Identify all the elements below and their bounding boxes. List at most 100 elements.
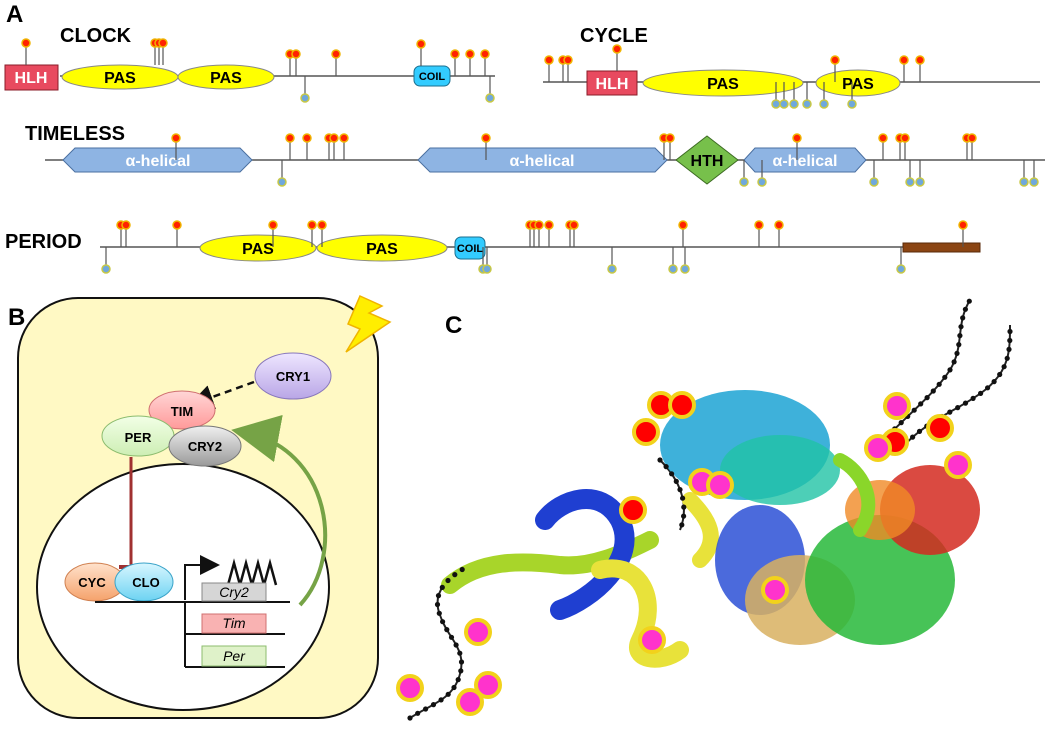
phosphosite-red-marker (612, 44, 622, 54)
chain-bead (459, 566, 465, 573)
transcription-arrow (184, 555, 220, 600)
panel-letter-b: B (8, 304, 25, 331)
timeless-name: TIMELESS (25, 123, 125, 145)
chain-bead (930, 388, 936, 394)
chain-bead (918, 401, 924, 407)
period-pas-domain-2 (316, 234, 448, 262)
disordered-chain-3 (899, 324, 1011, 451)
timeless-hth-domain (675, 135, 739, 185)
chain-bead (680, 495, 686, 501)
period-coil-label: COIL (457, 243, 484, 255)
cry1-label: CRY1 (276, 369, 310, 384)
gene-per-box (201, 645, 267, 667)
chain-bead (457, 650, 463, 656)
phosphosite-blue-marker (915, 177, 925, 187)
clock-protein: CLOCK HLH PAS PAS COIL (4, 25, 495, 91)
site-magenta-marker (761, 576, 789, 604)
chain-bead (452, 572, 458, 578)
timeless-alpha-label-3: α-helical (773, 153, 838, 170)
clock-pas-label-1: PAS (104, 70, 136, 87)
structure-sites (396, 391, 972, 716)
phosphosite-red-marker (900, 133, 910, 143)
phosphosite-red-marker (21, 38, 31, 48)
clo-label: CLO (132, 575, 159, 590)
phosphosite-blue-marker (819, 99, 829, 109)
phosphosite-blue-marker (869, 177, 879, 187)
panel-letter-c: C (445, 312, 462, 339)
site-magenta-marker (464, 618, 492, 646)
cycle-hlh-label: HLH (596, 76, 629, 93)
site-magenta-marker (706, 471, 734, 499)
phosphosite-red-marker (569, 220, 579, 230)
chain-bead (455, 677, 461, 683)
chain-bead (430, 702, 437, 708)
chain-bead (1001, 364, 1007, 370)
phosphosite-blue-marker (607, 264, 617, 274)
site-red-marker (619, 496, 647, 524)
phosphosite-red-marker (268, 220, 278, 230)
chain-bead (960, 315, 966, 321)
panel-letter-a: A (6, 1, 23, 28)
tim-node (148, 390, 216, 430)
chain-bead (916, 428, 923, 434)
chain-bead (942, 374, 948, 380)
chain-bead (955, 405, 961, 411)
phosphosite-red-marker (544, 55, 554, 65)
chain-bead (458, 659, 465, 665)
chain-bead (681, 513, 687, 519)
phosphosite-blue-marker (905, 177, 915, 187)
chain-bead (453, 642, 459, 648)
clock-hlh-domain (4, 64, 59, 91)
cry2-label: CRY2 (188, 439, 222, 454)
site-magenta-marker (944, 451, 972, 479)
site-magenta-marker (474, 671, 502, 699)
phosphosite-red-marker (331, 49, 341, 59)
protein-structure (409, 299, 1011, 719)
phosphosite-blue-marker (482, 264, 492, 274)
site-magenta-marker (456, 688, 484, 716)
chain-bead (1004, 355, 1010, 361)
period-c-terminal-bar (902, 242, 981, 253)
clock-hlh-label: HLH (15, 70, 48, 87)
chain-bead (962, 306, 969, 312)
cycle-protein: CYCLE HLH PAS PAS (543, 25, 1040, 97)
feedback-arrow (231, 414, 328, 607)
cycle-pas-label-2: PAS (842, 76, 874, 93)
clock-pas-domain-2 (177, 64, 275, 90)
phosphosite-red-marker (291, 49, 301, 59)
site-magenta-marker (864, 434, 892, 462)
chain-bead (997, 371, 1003, 378)
chain-bead (415, 710, 421, 716)
chain-bead (954, 350, 960, 356)
chain-bead (951, 359, 957, 365)
phosphosite-blue-marker (757, 177, 767, 187)
phosphosite-red-marker (958, 220, 968, 230)
chain-bead (962, 400, 969, 406)
chain-bead (966, 298, 972, 304)
phosphosite-blue-marker (277, 177, 287, 187)
chain-bead (947, 367, 953, 373)
chain-bead (898, 420, 904, 426)
phosphosite-blue-marker (771, 99, 781, 109)
chain-bead (957, 333, 963, 339)
period-pas-domain-1 (199, 234, 317, 262)
chain-bead (947, 409, 953, 415)
phosphosite-red-marker (121, 220, 131, 230)
chain-bead (679, 522, 685, 528)
cycle-hlh-domain (586, 70, 638, 96)
chain-bead (991, 379, 997, 385)
yellow-helix-2 (682, 492, 719, 568)
phosphosite-red-marker (534, 220, 544, 230)
phosphosite-red-marker (754, 220, 764, 230)
chain-bead (448, 634, 455, 640)
site-magenta-marker (396, 674, 424, 702)
phosphosite-blue-marker (802, 99, 812, 109)
lime-helix (833, 453, 876, 537)
chain-bead (1007, 337, 1013, 344)
phosphosite-red-marker (465, 49, 475, 59)
phosphosite-red-marker (678, 220, 688, 230)
phosphosite-red-marker (878, 133, 888, 143)
chain-bead (978, 390, 984, 396)
phosphosite-red-marker (563, 55, 573, 65)
cycle-pas-domain-2 (815, 69, 901, 97)
